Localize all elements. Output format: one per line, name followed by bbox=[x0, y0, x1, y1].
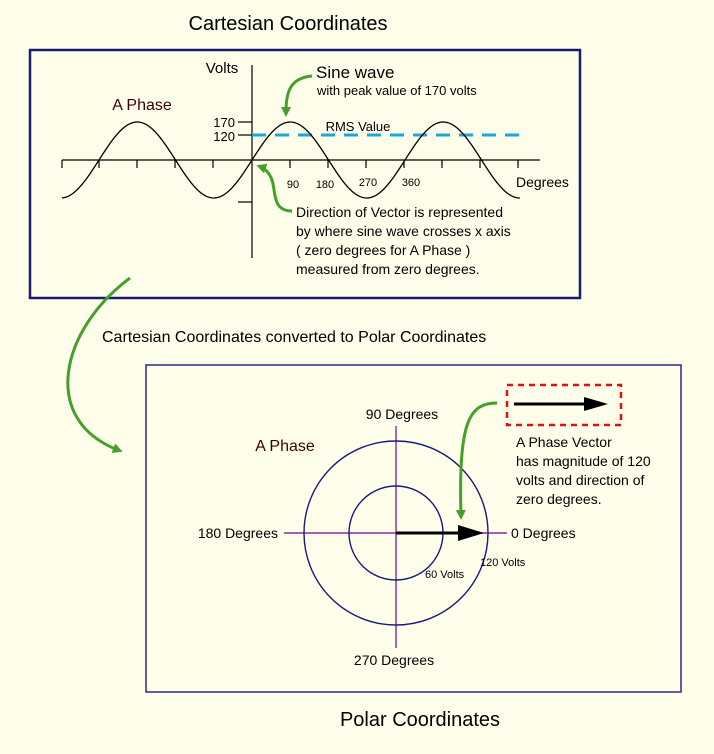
svg-text:zero degrees.: zero degrees. bbox=[516, 491, 602, 507]
x-axis-ticks bbox=[61, 160, 519, 168]
polar-frame bbox=[145, 364, 682, 693]
vector-legend-box bbox=[505, 383, 623, 427]
svg-text:measured from zero degrees.: measured from zero degrees. bbox=[296, 261, 480, 277]
x-tick-180: 180 bbox=[316, 179, 334, 191]
svg-text:by where sine wave crosses x a: by where sine wave crosses x axis bbox=[296, 223, 511, 239]
svg-text:Direction of Vector is represe: Direction of Vector is represented bbox=[296, 204, 503, 220]
middle-caption: Cartesian Coordinates converted to Polar… bbox=[102, 329, 486, 346]
outer-circle-120v bbox=[303, 440, 489, 626]
top-title: Cartesian Coordinates bbox=[189, 13, 388, 35]
tick-label-170: 170 bbox=[213, 115, 235, 130]
direction-note: Direction of Vector is represented by wh… bbox=[296, 204, 511, 277]
x-tick-90: 90 bbox=[287, 179, 299, 191]
x-tick-360: 360 bbox=[402, 177, 420, 189]
outer-circle-label: 120 Volts bbox=[480, 557, 526, 569]
conversion-arrow bbox=[66, 276, 131, 453]
inner-circle-label: 60 Volts bbox=[425, 569, 465, 581]
y-axis-label: Volts bbox=[206, 60, 239, 77]
legend-vector-head bbox=[584, 397, 608, 411]
label-270-degrees: 270 Degrees bbox=[354, 652, 434, 668]
cartesian-frame bbox=[28, 48, 582, 300]
tick-label-120: 120 bbox=[213, 129, 235, 144]
bottom-title: Polar Coordinates bbox=[340, 709, 500, 731]
vector-callout-arrow bbox=[455, 401, 498, 520]
svg-text:A Phase Vector: A Phase Vector bbox=[516, 434, 612, 450]
x-axis-label: Degrees bbox=[516, 174, 569, 190]
direction-callout-arrow bbox=[256, 163, 293, 213]
polar-phase-label: A Phase bbox=[255, 438, 315, 455]
label-180-degrees: 180 Degrees bbox=[198, 525, 278, 541]
sine-callout-arrow bbox=[281, 74, 313, 117]
sine-title: Sine wave bbox=[316, 63, 394, 82]
svg-text:has magnitude of 120: has magnitude of 120 bbox=[516, 453, 651, 469]
svg-text:( zero degrees for A Phase ): ( zero degrees for A Phase ) bbox=[296, 242, 470, 258]
rms-label: RMS Value bbox=[326, 119, 391, 134]
cartesian-phase-label: A Phase bbox=[112, 97, 172, 114]
sine-wave bbox=[61, 121, 521, 199]
svg-text:volts and direction of: volts and direction of bbox=[516, 472, 645, 488]
x-tick-270: 270 bbox=[359, 177, 377, 189]
label-0-degrees: 0 Degrees bbox=[511, 525, 576, 541]
vector-note: A Phase Vector has magnitude of 120 volt… bbox=[516, 434, 651, 507]
a-phase-vector-head bbox=[458, 525, 484, 541]
label-90-degrees: 90 Degrees bbox=[366, 406, 438, 422]
sine-subtitle: with peak value of 170 volts bbox=[316, 83, 477, 98]
